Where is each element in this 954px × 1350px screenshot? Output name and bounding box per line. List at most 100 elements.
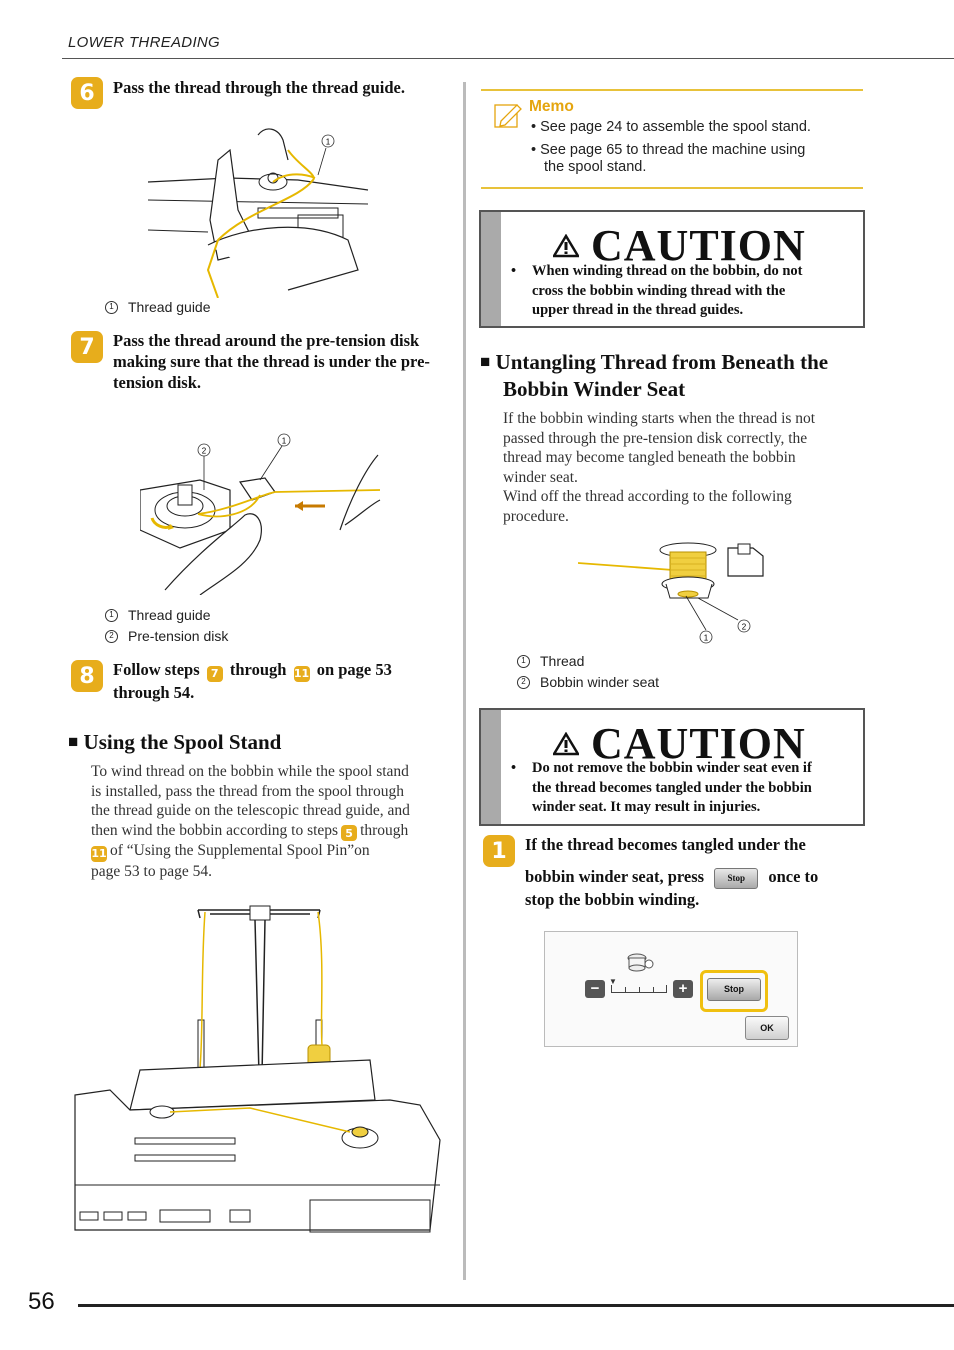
step-8-text-c: on page 53 [316, 660, 392, 679]
step-line: If the thread becomes tangled under the [525, 835, 806, 854]
stop-button-icon: Stop [714, 867, 759, 889]
caution-line: upper thread in the thread guides. [532, 302, 744, 318]
caution-line: the thread becomes tangled under the bob… [532, 779, 812, 796]
callout-2: 2 [742, 623, 747, 632]
caption-text: Thread guide [128, 607, 211, 623]
callout-1: 1 [326, 138, 331, 147]
step-text-part: once to [768, 867, 819, 886]
bobbin-winder-seat-illustration: 2 1 [578, 542, 764, 644]
warning-triangle-icon [553, 233, 579, 257]
caption-number: 2 [105, 629, 118, 643]
step-ref-badge: 7 [206, 665, 223, 682]
step-ref-badge: 11 [293, 665, 310, 682]
column-divider [463, 82, 466, 1280]
step-6-text: Pass the thread through the thread guide… [113, 78, 405, 97]
running-header: LOWER THREADING [68, 34, 221, 51]
paragraph-line: passed through the pre-tension disk corr… [503, 429, 808, 447]
paragraph-line: procedure. [503, 507, 569, 525]
caption-thread-guide: 1 Thread guide [105, 607, 211, 623]
paragraph-text: then wind the bobbin according to steps [91, 821, 339, 839]
paragraph-text: through [360, 821, 409, 839]
step-text-part: bobbin winder seat, press [525, 867, 705, 886]
warning-triangle-icon [553, 731, 579, 755]
memo-pencil-icon [494, 104, 522, 128]
caution-text: When winding thread on the bobbin, do no… [532, 262, 857, 321]
section-title-text: Using the Spool Stand [83, 730, 282, 754]
caution-text: Do not remove the bobbin winder seat eve… [532, 759, 860, 818]
step-8-text-d: through 54. [113, 682, 195, 702]
step-7-badge: 7 [71, 331, 103, 363]
minus-button[interactable]: − [585, 980, 605, 998]
thread-guide-illustration: 1 [148, 128, 369, 298]
memo-item: • See page 65 to thread the machine usin… [531, 142, 806, 158]
untangling-paragraph: If the bobbin winding starts when the th… [503, 409, 873, 526]
step-ref-badge: 5 [341, 825, 358, 842]
caption-thread-guide: 1 Thread guide [105, 299, 211, 315]
caution-line: When winding thread on the bobbin, do no… [532, 263, 803, 279]
step-1-badge: 1 [483, 835, 515, 867]
caption-thread: 1 Thread [517, 653, 584, 669]
paragraph-line: winder seat. [503, 468, 578, 486]
step-line: bobbin winder seat, press Stop once to [525, 866, 865, 889]
caution-title: CAUTION [591, 221, 806, 270]
caption-number: 1 [517, 654, 530, 668]
step-8-badge: 8 [71, 660, 103, 692]
spool-stand-paragraph: To wind thread on the bobbin while the s… [91, 762, 461, 882]
callout-1: 1 [704, 634, 709, 643]
step-6-badge: 6 [71, 77, 103, 109]
step-7-text: Pass the thread around the pre-tension d… [113, 331, 430, 392]
section-title-text: Bobbin Winder Seat [503, 377, 686, 401]
paragraph-line: If the bobbin winding starts when the th… [503, 410, 816, 427]
caution-line: Do not remove the bobbin winder seat eve… [532, 760, 812, 776]
caution-box: CAUTION • Do not remove the bobbin winde… [479, 708, 865, 826]
memo-box: Memo • See page 24 to assemble the spool… [481, 89, 863, 189]
caution-bullet: • [511, 263, 517, 279]
stop-button-highlight [700, 970, 768, 1012]
caption-number: 1 [105, 300, 118, 314]
callout-1: 1 [282, 437, 287, 446]
memo-item: the spool stand. [544, 159, 647, 175]
caption-text: Thread guide [128, 299, 211, 315]
header-rule [62, 58, 954, 59]
paragraph-line: thread may become tangled beneath the bo… [503, 449, 796, 466]
section-heading-spool-stand: ■ Using the Spool Stand [68, 728, 281, 756]
caution-heading: CAUTION [553, 220, 806, 271]
ok-button[interactable]: OK [745, 1016, 789, 1040]
memo-title: Memo [529, 98, 574, 115]
caption-pre-tension-disk: 2 Pre-tension disk [105, 628, 228, 644]
bobbin-winder-icon [627, 953, 654, 972]
caption-text: Thread [540, 653, 585, 669]
paragraph-line: Wind off the thread according to the fol… [503, 488, 792, 505]
caption-number: 2 [517, 675, 530, 689]
step-8-text-b: through [229, 660, 287, 679]
square-bullet-icon: ■ [480, 352, 491, 371]
caption-text: Pre-tension disk [128, 628, 229, 644]
stop-button[interactable]: Stop [707, 978, 761, 1001]
speed-scale [611, 982, 667, 993]
page-number: 56 [28, 1288, 55, 1315]
plus-button[interactable]: + [673, 980, 693, 998]
caution-side-bar [481, 212, 501, 326]
callout-2: 2 [202, 447, 207, 456]
caution-line: cross the bobbin winding thread with the [532, 282, 786, 299]
step-8-text-a: Follow steps [113, 660, 200, 679]
square-bullet-icon: ■ [68, 732, 79, 751]
step-ref-badge: 11 [91, 846, 107, 862]
paragraph-text: of “Using the Supplemental Spool Pin”on [110, 842, 370, 860]
lcd-screen: ▼ − + Stop OK [544, 931, 798, 1047]
paragraph-line: page 53 to page 54. [91, 863, 212, 880]
paragraph-line: To wind thread on the bobbin while the s… [91, 763, 409, 780]
paragraph-line: is installed, pass the thread from the s… [91, 782, 404, 800]
caution-title: CAUTION [591, 719, 806, 768]
caution-side-bar [481, 710, 501, 824]
step-1-text: If the thread becomes tangled under the … [525, 834, 865, 910]
caution-box: CAUTION • When winding thread on the bob… [479, 210, 865, 328]
section-heading-untangling: ■ Untangling Thread from Beneath the Bob… [480, 348, 880, 403]
step-8-text: Follow steps 7 through 11 on page 53 thr… [113, 659, 453, 703]
memo-item: • See page 24 to assemble the spool stan… [531, 119, 811, 135]
section-title-text: Untangling Thread from Beneath the [495, 350, 829, 374]
caption-number: 1 [105, 608, 118, 622]
paragraph-line: the thread guide on the telescopic threa… [91, 802, 410, 819]
